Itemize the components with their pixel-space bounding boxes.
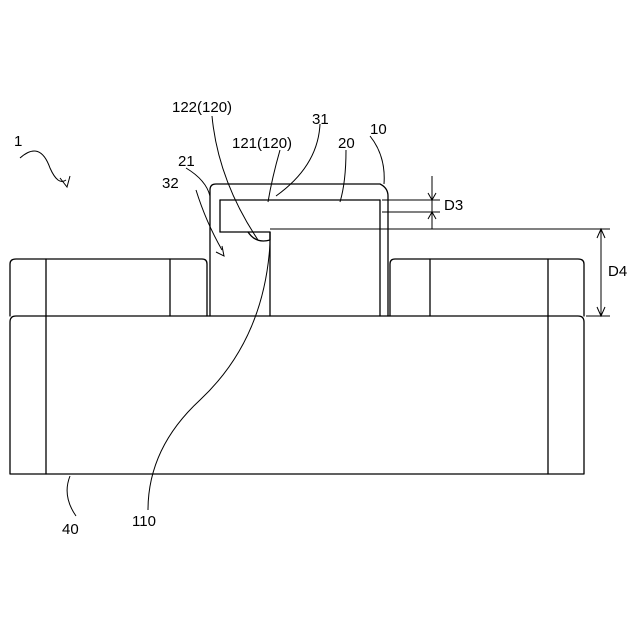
label-21: 21 — [178, 153, 195, 170]
label-40: 40 — [62, 521, 79, 538]
left-pad — [10, 259, 207, 316]
element-110 — [248, 232, 270, 241]
label-d3: D3 — [444, 197, 463, 214]
label-20: 20 — [338, 135, 355, 152]
label-31: 31 — [312, 111, 329, 128]
labels: 1 122(120) 121(120) 31 20 10 21 32 D3 D4… — [14, 99, 627, 538]
label-32: 32 — [162, 175, 179, 192]
label-d4: D4 — [608, 263, 627, 280]
dimension-d3 — [382, 176, 440, 229]
label-121-120: 121(120) — [232, 135, 292, 152]
label-110: 110 — [132, 513, 156, 530]
dimension-d4 — [270, 229, 610, 316]
label-device: 1 — [14, 133, 22, 150]
base-block-40 — [10, 316, 584, 474]
label-10: 10 — [370, 121, 387, 138]
label-122-120: 122(120) — [172, 99, 232, 116]
right-pad — [390, 259, 584, 316]
